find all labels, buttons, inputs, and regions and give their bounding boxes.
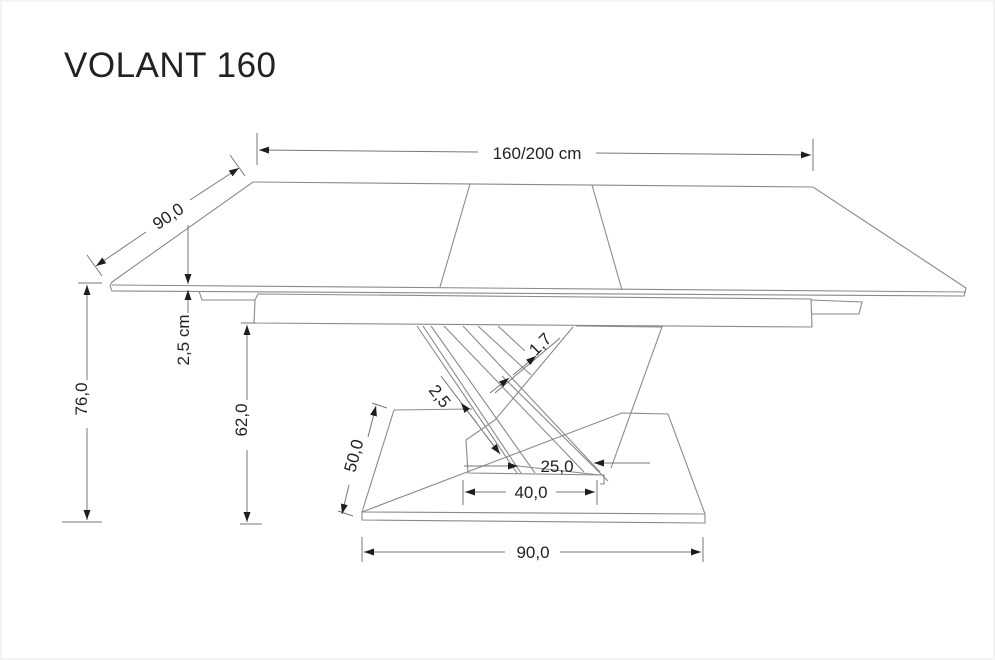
label-base-width: 90,0 <box>516 543 549 562</box>
table-frame <box>198 290 863 328</box>
label-frame-height: 62,0 <box>232 403 251 436</box>
label-leg-outer: 40,0 <box>514 483 547 502</box>
dim-length: 160/200 cm <box>256 133 814 171</box>
product-title: VOLANT 160 <box>64 46 277 85</box>
dim-frame-height: 62,0 <box>232 322 262 525</box>
dim-slat-2-5: 2,5 <box>425 375 501 455</box>
dim-leg-outer: 40,0 <box>462 480 598 505</box>
dim-base-width: 90,0 <box>361 537 704 562</box>
dim-leg-inner: 25,0 <box>464 457 650 476</box>
label-slat-1-7: 1,7 <box>525 329 555 359</box>
label-leg-inner: 25,0 <box>540 457 573 476</box>
dim-depth: 90,0 <box>86 154 246 277</box>
base-plate <box>361 408 706 524</box>
label-length: 160/200 cm <box>493 144 582 163</box>
dim-top-thickness: 2,5 cm <box>174 225 193 366</box>
table-top <box>109 181 967 297</box>
label-top-thickness: 2,5 cm <box>174 314 193 365</box>
dim-base-depth: 50,0 <box>337 402 388 517</box>
label-slat-2-5: 2,5 <box>425 381 455 411</box>
pedestal <box>416 325 663 485</box>
label-total-height: 76,0 <box>72 382 91 415</box>
dim-total-height: 76,0 <box>62 282 102 523</box>
label-base-depth: 50,0 <box>341 437 368 474</box>
label-depth: 90,0 <box>149 199 187 233</box>
